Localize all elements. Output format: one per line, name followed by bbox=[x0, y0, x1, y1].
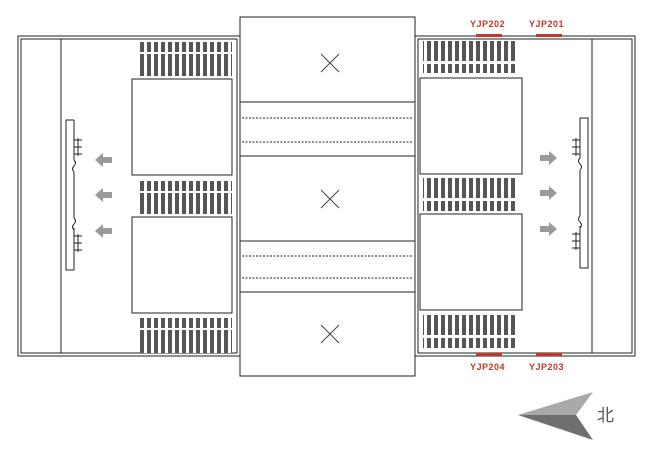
right-equipment-upper bbox=[419, 41, 523, 175]
left-equipment-lower bbox=[140, 318, 232, 353]
right-wall-fixture bbox=[572, 117, 589, 269]
right-equipment-lower bbox=[423, 315, 515, 348]
label-yjp201: YJP201 bbox=[529, 19, 564, 29]
empty-bay-cross-icon bbox=[320, 53, 340, 73]
left-wall-fixture bbox=[65, 119, 82, 271]
label-yjp203: YJP203 bbox=[529, 362, 564, 372]
flow-arrow-left-icon bbox=[95, 153, 112, 238]
label-yjp204: YJP204 bbox=[470, 362, 505, 372]
right-equipment-middle bbox=[419, 178, 523, 311]
compass-arrow-icon bbox=[518, 392, 593, 440]
label-yjp202: YJP202 bbox=[470, 19, 505, 29]
right-wing bbox=[414, 35, 636, 357]
left-equipment-middle bbox=[131, 181, 233, 314]
central-corridor bbox=[239, 16, 416, 377]
empty-bay-cross-icon bbox=[320, 324, 340, 344]
flow-arrow-right-icon bbox=[540, 151, 557, 236]
left-equipment-upper bbox=[131, 42, 233, 176]
empty-bay-cross-icon bbox=[320, 189, 340, 209]
equipment-tags bbox=[476, 34, 562, 356]
north-label: 北 bbox=[597, 406, 614, 426]
